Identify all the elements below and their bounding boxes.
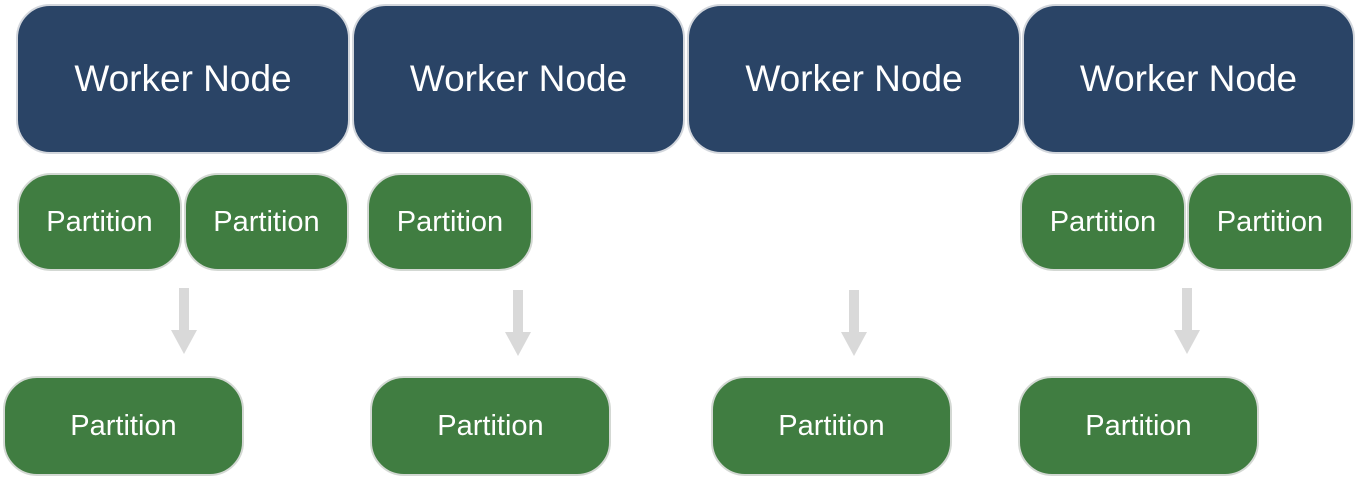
worker-node-label: Worker Node bbox=[74, 58, 292, 99]
worker-node-2: Worker Node bbox=[352, 4, 685, 154]
partition-label: Partition bbox=[46, 205, 153, 238]
worker-node-label: Worker Node bbox=[1079, 58, 1298, 99]
worker-node-3: Worker Node bbox=[687, 4, 1021, 154]
down-arrow-icon bbox=[841, 290, 867, 356]
output-partition-3: Partition bbox=[711, 376, 952, 476]
worker-node-label: Worker Node bbox=[409, 58, 628, 99]
worker-node-label: Worker Node bbox=[745, 58, 963, 99]
partition-label: Partition bbox=[1049, 205, 1157, 238]
down-arrow-icon bbox=[1174, 288, 1200, 354]
partition-label: Partition bbox=[1216, 205, 1324, 238]
input-partition-5: Partition bbox=[1187, 173, 1353, 271]
partition-label: Partition bbox=[70, 409, 177, 442]
input-partition-4: Partition bbox=[1020, 173, 1186, 271]
partition-label: Partition bbox=[1085, 409, 1192, 442]
worker-node-1: Worker Node bbox=[16, 4, 350, 154]
output-partition-4: Partition bbox=[1018, 376, 1259, 476]
partition-label: Partition bbox=[213, 205, 320, 238]
down-arrow-icon bbox=[505, 290, 531, 356]
down-arrow-icon bbox=[171, 288, 197, 354]
output-partition-2: Partition bbox=[370, 376, 611, 476]
input-partition-1: Partition bbox=[17, 173, 182, 271]
partition-label: Partition bbox=[437, 409, 544, 442]
partition-label: Partition bbox=[396, 205, 504, 238]
input-partition-3: Partition bbox=[367, 173, 533, 271]
output-partition-1: Partition bbox=[3, 376, 244, 476]
partition-label: Partition bbox=[778, 409, 885, 442]
input-partition-2: Partition bbox=[184, 173, 349, 271]
worker-node-4: Worker Node bbox=[1022, 4, 1355, 154]
